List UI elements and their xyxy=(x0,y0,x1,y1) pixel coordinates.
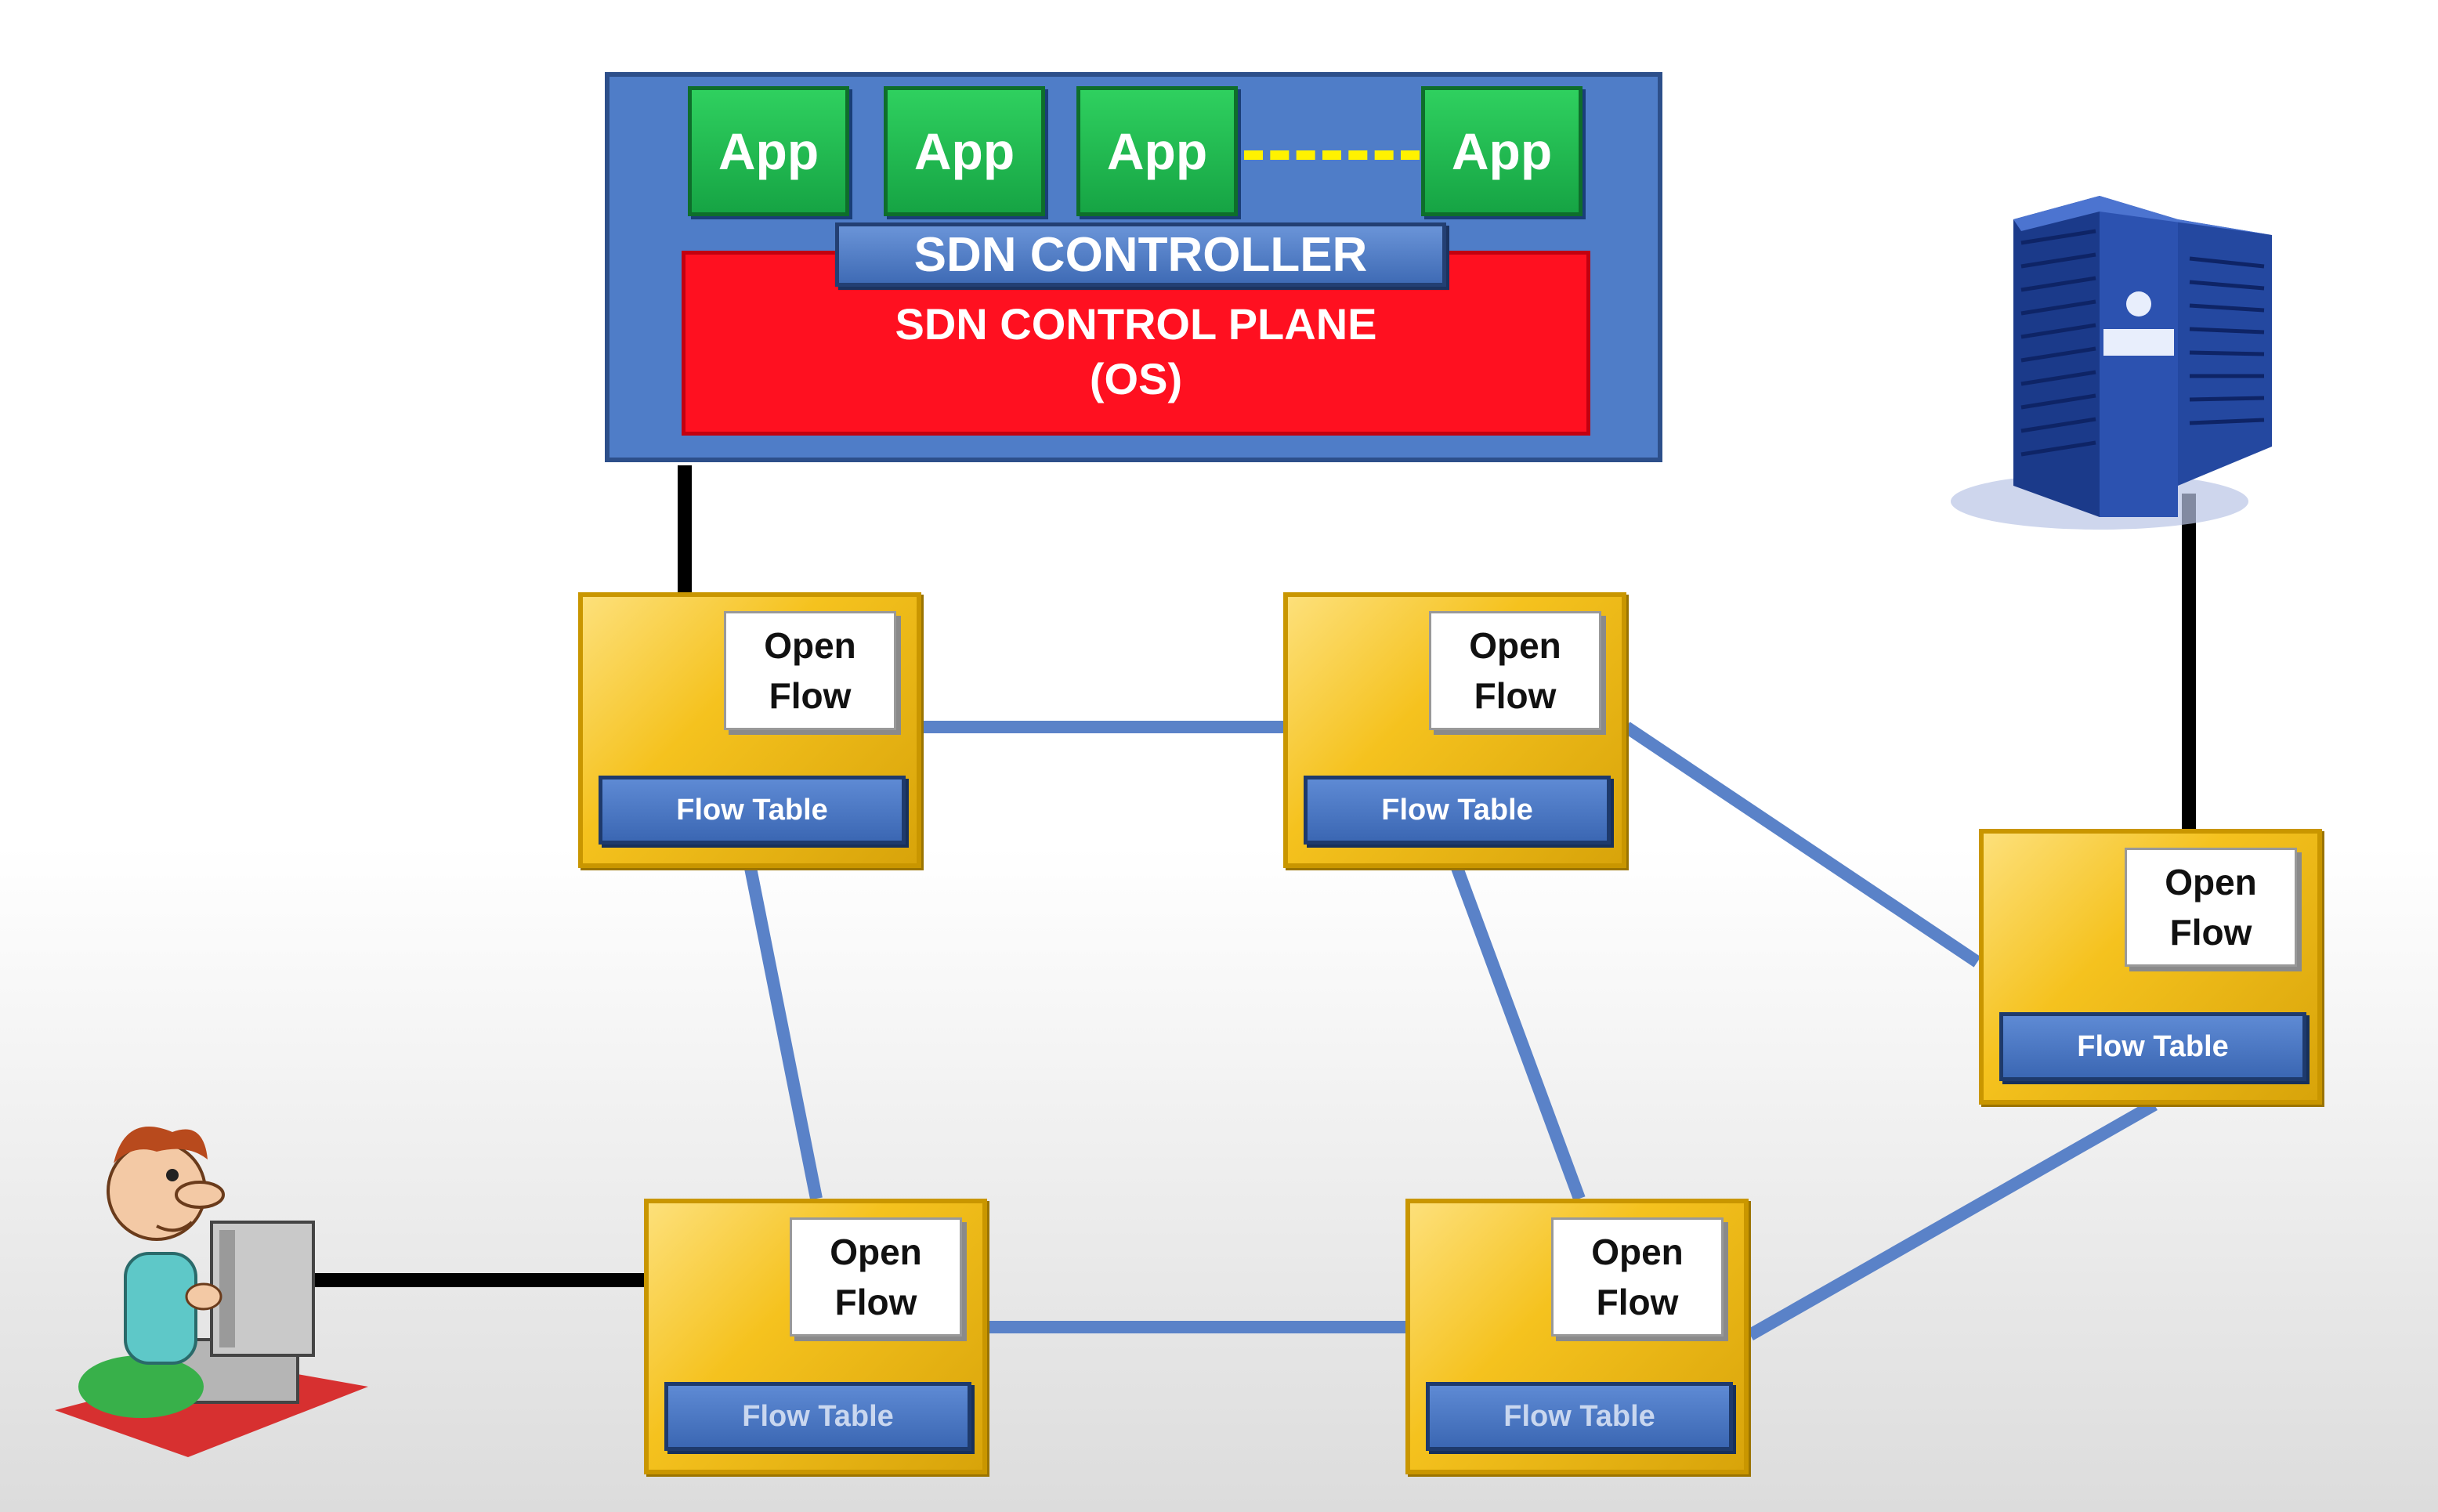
openflow-label: Open Flow xyxy=(724,611,896,730)
flow-table-label: Flow Table xyxy=(1304,776,1611,845)
flow-table-label: Flow Table xyxy=(599,776,906,845)
openflow-line1: Open xyxy=(1591,1232,1684,1272)
app-box-2: App xyxy=(884,86,1045,216)
openflow-switch-bottom-middle[interactable]: Open Flow Flow Table xyxy=(1405,1199,1749,1474)
openflow-line1: Open xyxy=(2165,862,2257,902)
openflow-switch-right[interactable]: Open Flow Flow Table xyxy=(1979,829,2322,1105)
sdn-controller-block: App App App App SDN CONTROL PLANE (OS) S… xyxy=(605,72,1662,462)
openflow-switch-bottom-left[interactable]: Open Flow Flow Table xyxy=(644,1199,987,1474)
user-at-computer-icon xyxy=(55,1127,368,1457)
app-box-3: App xyxy=(1076,86,1238,216)
flow-table-label: Flow Table xyxy=(1426,1382,1733,1451)
openflow-line2: Flow xyxy=(1474,675,1557,716)
flow-table-label: Flow Table xyxy=(664,1382,971,1451)
sdn-controller-label: SDN CONTROLLER xyxy=(835,222,1446,287)
server-rack-icon xyxy=(1951,196,2272,530)
link-topmiddle-right xyxy=(1622,722,1981,968)
openflow-switch-top-left[interactable]: Open Flow Flow Table xyxy=(578,592,921,868)
openflow-line2: Flow xyxy=(2169,912,2252,953)
openflow-label: Open Flow xyxy=(790,1217,962,1337)
openflow-line2: Flow xyxy=(1596,1282,1679,1322)
link-bottommiddle-right xyxy=(1747,1099,2158,1340)
flow-table-label: Flow Table xyxy=(1999,1012,2306,1081)
openflow-switch-top-middle[interactable]: Open Flow Flow Table xyxy=(1283,592,1626,868)
openflow-label: Open Flow xyxy=(1429,611,1601,730)
app-continuation-dashes xyxy=(1244,150,1420,160)
link-topleft-bottomleft xyxy=(744,866,823,1200)
control-plane-os: (OS) xyxy=(1089,354,1183,403)
openflow-line1: Open xyxy=(830,1232,922,1272)
app-box-1: App xyxy=(688,86,849,216)
app-box-4: App xyxy=(1421,86,1583,216)
openflow-label: Open Flow xyxy=(1551,1217,1724,1337)
openflow-line1: Open xyxy=(764,625,856,666)
openflow-label: Open Flow xyxy=(2125,848,2297,967)
link-topmiddle-bottommiddle xyxy=(1451,866,1586,1201)
openflow-line2: Flow xyxy=(769,675,852,716)
control-plane-title: SDN CONTROL PLANE xyxy=(895,299,1377,349)
openflow-line1: Open xyxy=(1469,625,1561,666)
openflow-line2: Flow xyxy=(834,1282,917,1322)
